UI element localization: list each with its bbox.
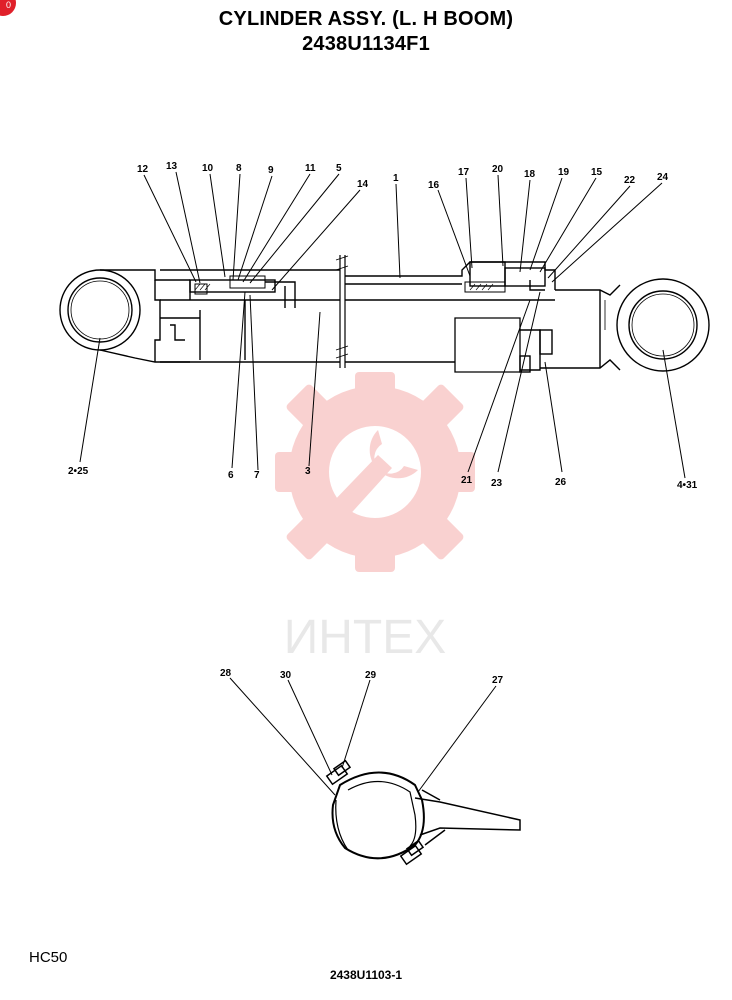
callout-18: 18: [524, 169, 536, 180]
callout-7: 7: [254, 470, 260, 481]
callout-11: 11: [305, 163, 316, 174]
drawing-number: 2438U1103-1: [329, 968, 403, 982]
callout-3: 3: [305, 466, 311, 477]
callout-24: 24: [657, 172, 669, 183]
callout-9: 9: [268, 165, 274, 176]
callout-2-25: 2•25: [68, 466, 89, 477]
cylinder-body: [59, 255, 710, 373]
watermark-text: ИНТЕХ: [284, 611, 447, 664]
callout-13: 13: [166, 161, 178, 172]
callout-22: 22: [624, 175, 636, 186]
callout-16: 16: [428, 180, 440, 191]
callout-19: 19: [558, 167, 570, 178]
callout-leaders: [79, 171, 686, 479]
callout-30: 30: [280, 670, 292, 681]
detail-leaders: [229, 677, 497, 796]
callout-4-31: 4•31: [677, 480, 698, 491]
model-label: HC50: [29, 949, 68, 966]
callout-14: 14: [357, 179, 369, 190]
callout-1: 1: [393, 173, 399, 184]
clamp-detail-view: [325, 759, 521, 866]
callout-27: 27: [492, 675, 504, 686]
callout-labels: 12 13 10 8 9 11 5 14 1 16 17 20 18 19 15…: [68, 161, 698, 491]
callout-21: 21: [461, 475, 473, 486]
callout-10: 10: [202, 163, 214, 174]
part-number-title: 2438U1134F1: [302, 33, 430, 55]
page-corner-badge: 0: [0, 0, 16, 16]
callout-17: 17: [458, 167, 470, 178]
watermark-logo: ИНТЕХ: [275, 372, 475, 664]
diagram-title: CYLINDER ASSY. (L. H BOOM): [218, 8, 514, 30]
callout-29: 29: [365, 670, 377, 681]
callout-23: 23: [491, 478, 503, 489]
callout-5: 5: [336, 163, 342, 174]
callout-12: 12: [137, 164, 149, 175]
callout-20: 20: [492, 164, 504, 175]
callout-26: 26: [555, 477, 567, 488]
callout-15: 15: [591, 167, 603, 178]
callout-6: 6: [228, 470, 234, 481]
callout-28: 28: [220, 668, 232, 679]
detail-callout-labels: 28 30 29 27: [220, 668, 504, 686]
watermark-gear-icon: [275, 372, 475, 572]
callout-8: 8: [236, 163, 242, 174]
